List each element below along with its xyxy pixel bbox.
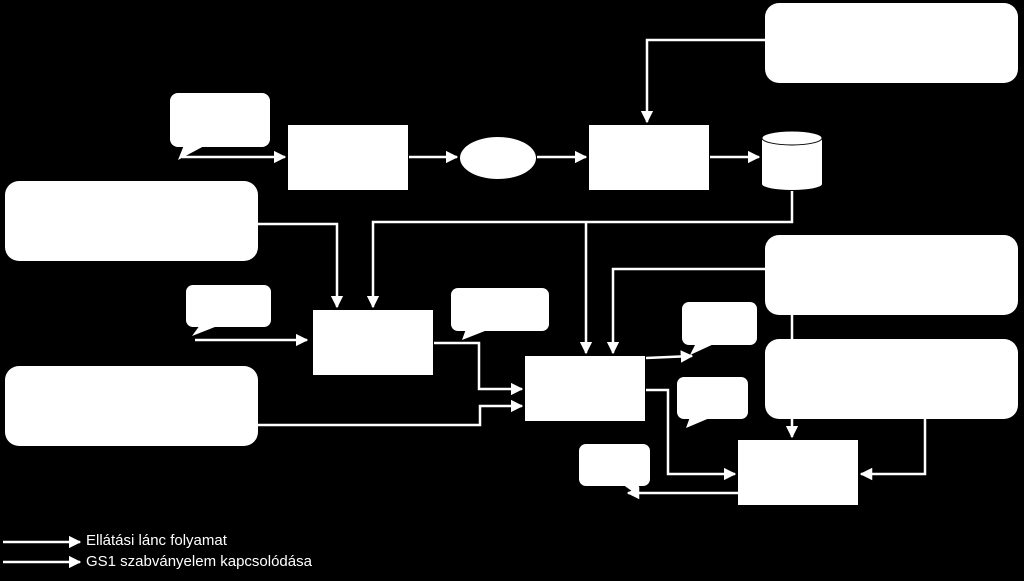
process-box-5	[738, 440, 858, 505]
info-panel-left-upper	[5, 181, 258, 261]
callout-bubble-4	[682, 302, 757, 355]
process-box-1	[288, 125, 408, 190]
arrow-panel-lu-to-box3	[258, 222, 344, 309]
arrow-box3-to-box4	[434, 341, 524, 396]
info-panel-right-middle	[765, 235, 1018, 315]
process-box-3	[313, 310, 433, 375]
arrow-panel-ll-to-box4	[258, 399, 524, 427]
legend-label-supply-chain: Ellátási lánc folyamat	[86, 532, 227, 549]
callout-bubble-5	[677, 377, 748, 428]
legend-arrows	[3, 535, 82, 569]
callout-bubble-3	[451, 288, 549, 340]
arrow-db-to-box3	[366, 191, 794, 309]
process-box-4	[525, 356, 645, 421]
info-panel-left-lower	[5, 366, 258, 446]
callout-bubble-6	[579, 444, 650, 494]
legend-label-gs1: GS1 szabványelem kapcsolódása	[86, 553, 312, 570]
arrow-box4-to-box5	[646, 388, 737, 481]
database-cylinder	[761, 130, 823, 190]
info-panel-top-right	[765, 3, 1018, 83]
process-box-2	[589, 125, 709, 190]
arrow-box4-to-bubble4	[645, 350, 694, 363]
callout-bubble-2	[186, 285, 271, 336]
arrow-panel-tr-to-box2	[640, 38, 765, 124]
info-panel-right-lower	[765, 339, 1018, 419]
arrow-panel-rm-to-box4	[606, 267, 765, 355]
event-ellipse	[460, 137, 536, 179]
callout-bubble-1	[170, 93, 270, 160]
connector-arrows	[182, 38, 927, 500]
arrow-panel-rl-to-box5	[859, 419, 927, 481]
